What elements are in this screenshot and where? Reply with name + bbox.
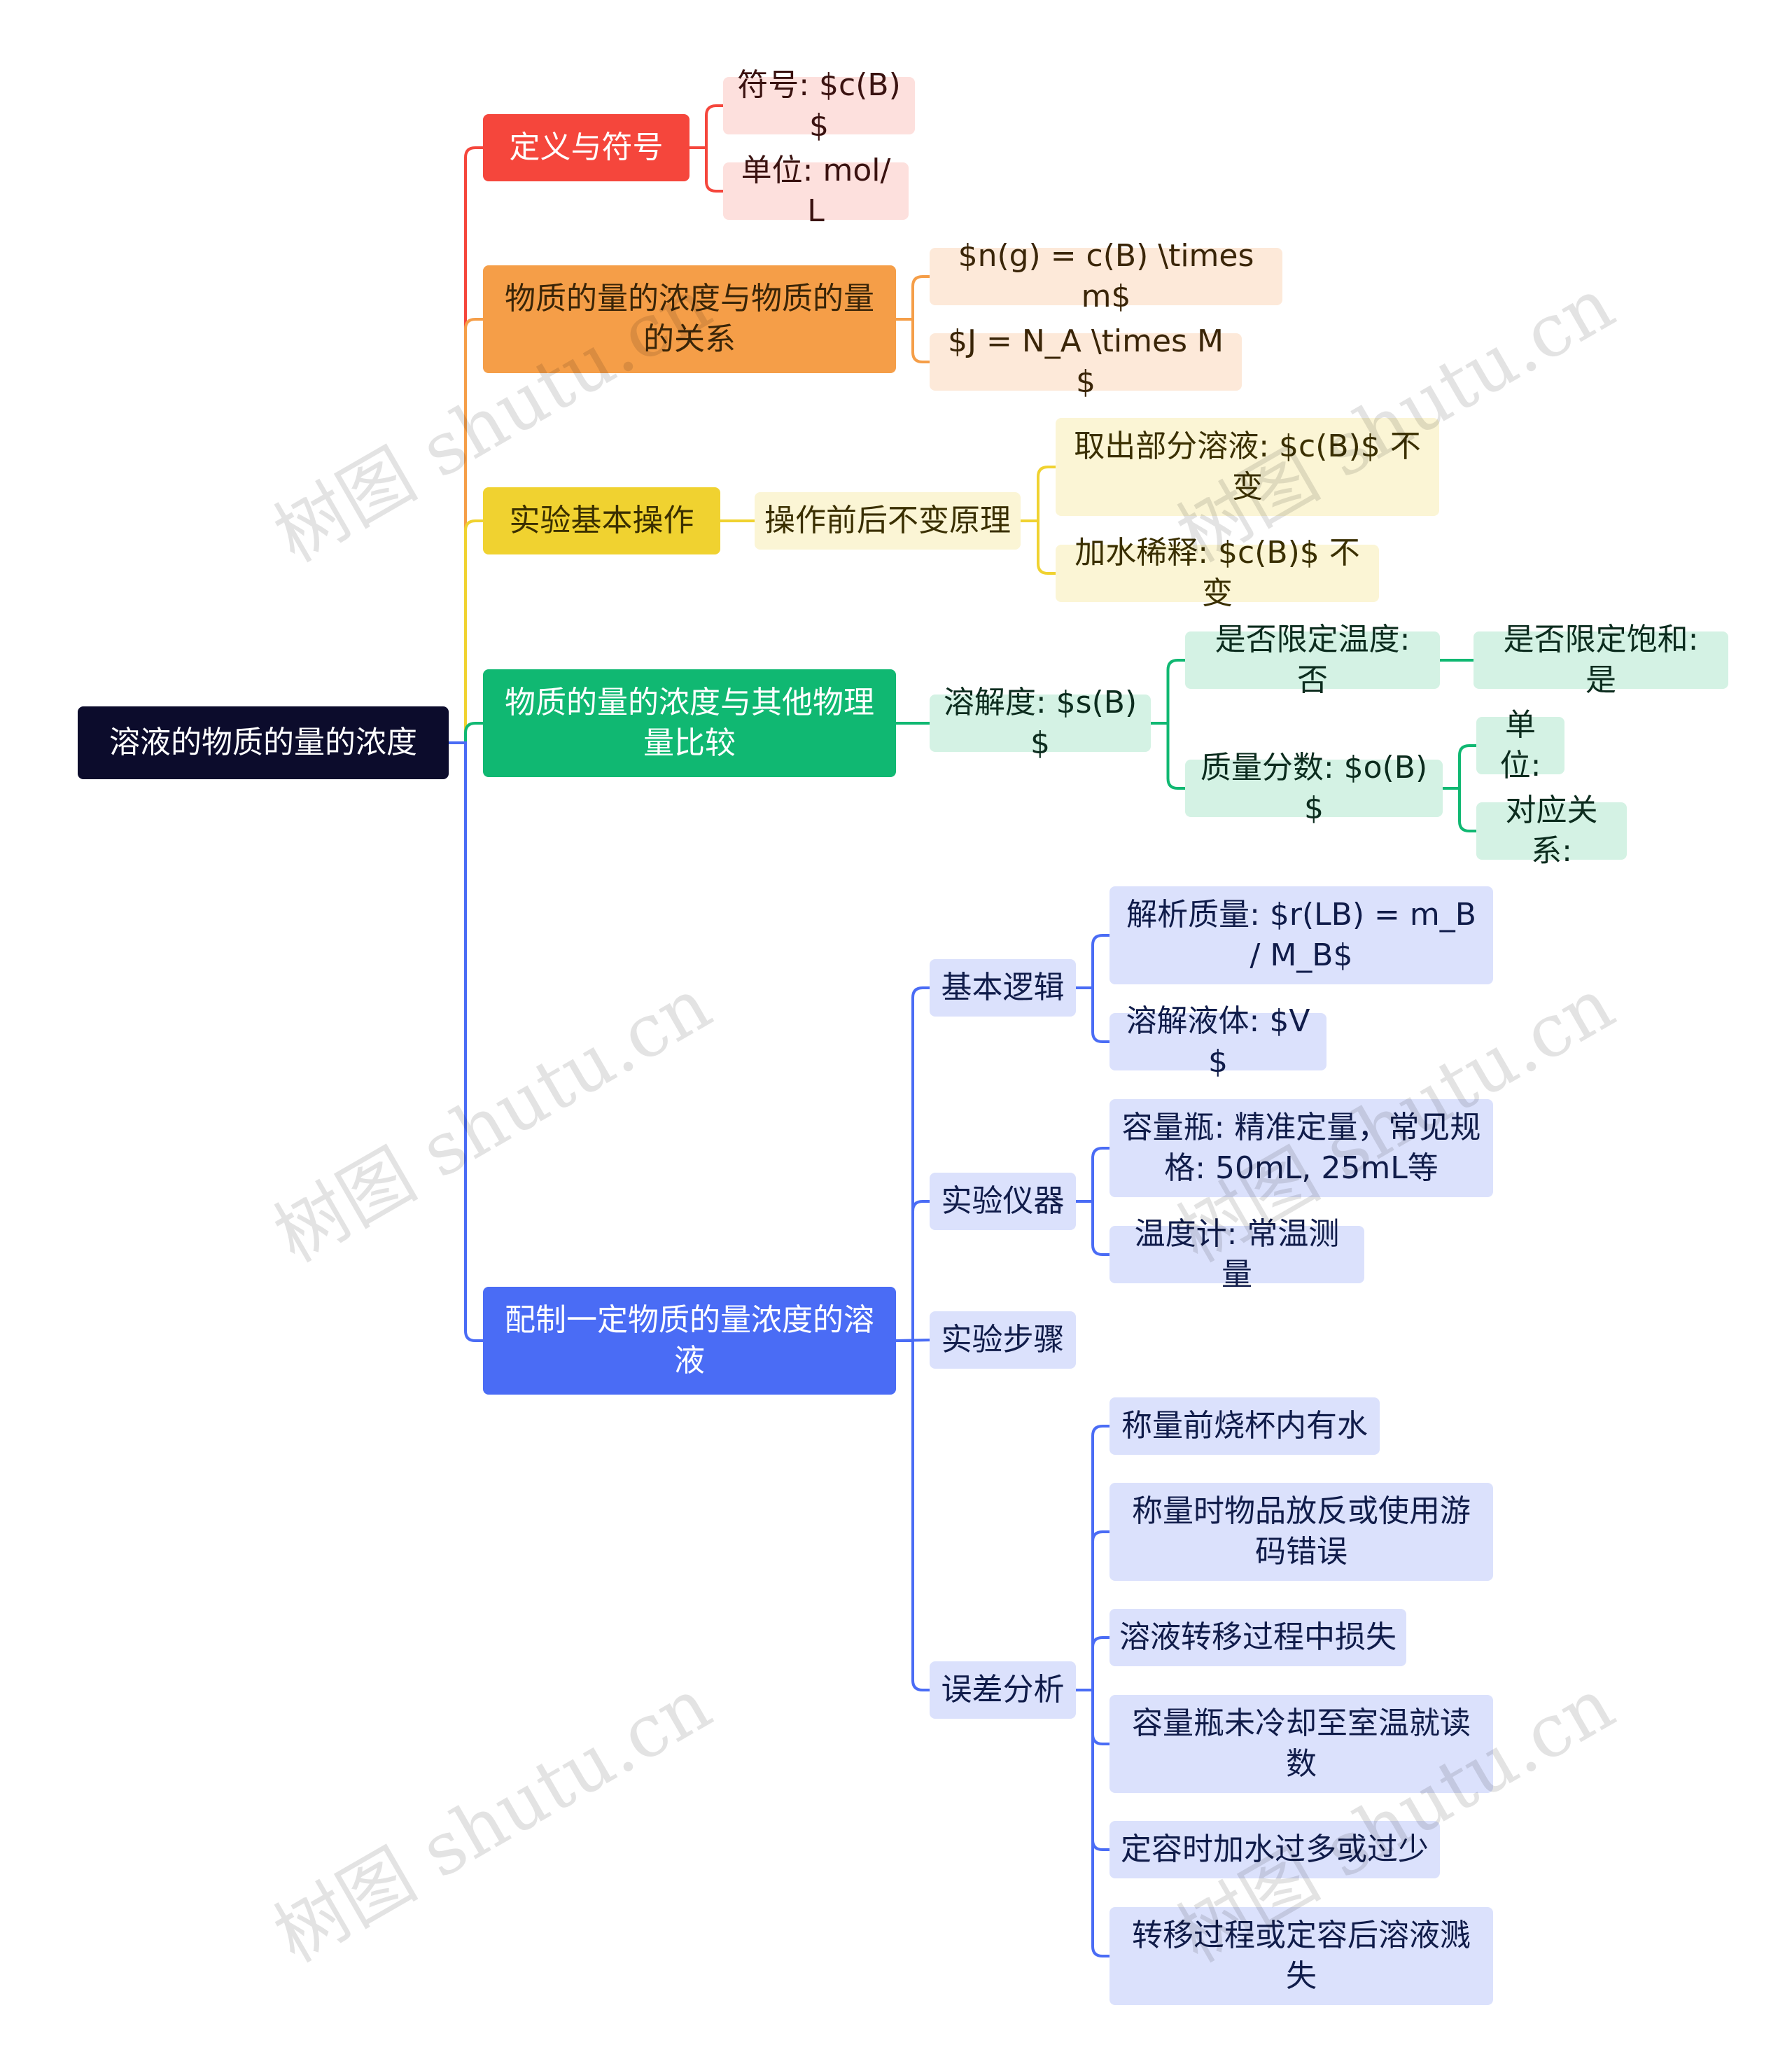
connector-line (447, 146, 484, 744)
comparison-correspondence[interactable]: 对应关系: (1476, 793, 1627, 869)
logic-volume[interactable]: 溶解液体: $V$ (1110, 1003, 1326, 1080)
relation-formula-2-label: $J = N_A \times M$ (948, 323, 1224, 400)
preparation-basic-logic-label: 基本逻辑 (941, 970, 1065, 1005)
comparison-solubility[interactable]: 溶解度: $s(B)$ (930, 685, 1151, 761)
comparison-saturated-label: 是否限定饱和: 是 (1503, 622, 1699, 698)
connector-line (1149, 659, 1186, 725)
connector-line (895, 275, 931, 321)
connector-line (1074, 1636, 1111, 1691)
error-item-2-label: 称量时物品放反或使用游码错误 (1132, 1493, 1471, 1570)
connector-line (1441, 744, 1478, 790)
comparison-temperature[interactable]: 是否限定温度: 否 (1185, 622, 1440, 698)
definition-symbol-label: 符号: $c(B)$ (737, 67, 901, 144)
branch-relation-label: 物质的量的浓度与物质的量的关系 (505, 281, 874, 357)
connector-line (1149, 722, 1186, 790)
error-item-2[interactable]: 称量时物品放反或使用游码错误 (1110, 1483, 1493, 1581)
experiment-take-part-label: 取出部分溶液: $c(B)$ 不变 (1074, 428, 1421, 505)
definition-unit-label: 单位: mol/L (741, 153, 891, 229)
connector-line (447, 318, 484, 744)
experiment-dilute-label: 加水稀释: $c(B)$ 不变 (1074, 535, 1360, 611)
connector-line (1074, 1689, 1111, 1957)
comparison-correspondence-label: 对应关系: (1505, 793, 1598, 869)
branch-relation[interactable]: 物质的量的浓度与物质的量的关系 (483, 265, 896, 373)
logic-volume-label: 溶解液体: $V$ (1126, 1003, 1310, 1080)
connector-line (1019, 519, 1057, 575)
error-item-4[interactable]: 容量瓶未冷却至室温就读数 (1110, 1695, 1493, 1793)
preparation-basic-logic[interactable]: 基本逻辑 (930, 959, 1076, 1017)
branch-experiment[interactable]: 实验基本操作 (483, 487, 720, 554)
error-item-1-label: 称量前烧杯内有水 (1121, 1408, 1368, 1444)
comparison-saturated[interactable]: 是否限定饱和: 是 (1474, 622, 1728, 698)
connector-line (447, 722, 484, 744)
connector-line (1074, 1425, 1111, 1691)
definition-symbol[interactable]: 符号: $c(B)$ (723, 67, 915, 144)
branch-definition-label: 定义与符号 (509, 130, 664, 165)
comparison-solubility-label: 溶解度: $s(B)$ (943, 685, 1138, 761)
comparison-unit[interactable]: 单位: (1476, 707, 1564, 783)
relation-formula-2[interactable]: $J = N_A \times M$ (930, 323, 1242, 400)
connector-line (895, 1339, 931, 1691)
root-topic[interactable]: 溶液的物质的量的浓度 (78, 706, 449, 779)
logic-mass-label: 解析质量: $r(LB) = m_B / M_B$ (1126, 897, 1476, 973)
logic-mass[interactable]: 解析质量: $r(LB) = m_B / M_B$ (1110, 886, 1493, 984)
branch-definition[interactable]: 定义与符号 (483, 114, 690, 181)
branch-preparation[interactable]: 配制一定物质的量浓度的溶液 (483, 1287, 896, 1395)
comparison-mass-fraction-label: 质量分数: $o(B)$ (1200, 750, 1428, 826)
error-item-6[interactable]: 转移过程或定容后溶液溅失 (1110, 1907, 1493, 2005)
experiment-principle-label: 操作前后不变原理 (764, 503, 1011, 538)
connector-line (688, 146, 724, 193)
connector-line (1441, 787, 1478, 832)
connector-line (895, 986, 931, 1342)
preparation-instruments-label: 实验仪器 (941, 1183, 1065, 1219)
experiment-principle[interactable]: 操作前后不变原理 (755, 492, 1021, 550)
instrument-flask-label: 容量瓶: 精准定量，常见规格: 50mL, 25mL等 (1121, 1110, 1481, 1186)
branch-comparison[interactable]: 物质的量的浓度与其他物理量比较 (483, 669, 896, 777)
root-topic-label: 溶液的物质的量的浓度 (109, 725, 417, 760)
error-item-6-label: 转移过程或定容后溶液溅失 (1132, 1918, 1471, 1994)
experiment-take-part[interactable]: 取出部分溶液: $c(B)$ 不变 (1056, 418, 1439, 516)
branch-preparation-label: 配制一定物质的量浓度的溶液 (505, 1302, 874, 1379)
connector-line (895, 318, 931, 363)
comparison-unit-label: 单位: (1499, 707, 1541, 783)
branch-comparison-label: 物质的量的浓度与其他物理量比较 (505, 685, 874, 761)
relation-formula-1-label: $n(g) = c(B) \times m$ (958, 238, 1254, 314)
error-item-5-label: 定容时加水过多或过少 (1121, 1831, 1429, 1867)
error-item-4-label: 容量瓶未冷却至室温就读数 (1132, 1705, 1471, 1782)
relation-formula-1[interactable]: $n(g) = c(B) \times m$ (930, 238, 1282, 314)
connector-line (1074, 1200, 1111, 1256)
comparison-temperature-label: 是否限定温度: 否 (1214, 622, 1410, 698)
comparison-mass-fraction[interactable]: 质量分数: $o(B)$ (1185, 750, 1443, 826)
definition-unit[interactable]: 单位: mol/L (723, 153, 909, 229)
error-item-5[interactable]: 定容时加水过多或过少 (1110, 1821, 1440, 1878)
preparation-instruments[interactable]: 实验仪器 (930, 1173, 1076, 1230)
experiment-dilute[interactable]: 加水稀释: $c(B)$ 不变 (1056, 535, 1379, 611)
error-item-3[interactable]: 溶液转移过程中损失 (1110, 1609, 1406, 1666)
connector-line (1074, 1530, 1111, 1691)
instrument-thermometer[interactable]: 温度计: 常温测量 (1110, 1216, 1364, 1292)
connector-line (1074, 986, 1111, 1043)
preparation-error-analysis-label: 误差分析 (941, 1672, 1065, 1708)
error-item-3-label: 溶液转移过程中损失 (1119, 1619, 1396, 1655)
instrument-thermometer-label: 温度计: 常温测量 (1134, 1216, 1340, 1292)
preparation-error-analysis[interactable]: 误差分析 (930, 1661, 1076, 1719)
connector-line (1074, 934, 1111, 989)
connector-line (688, 104, 724, 149)
preparation-steps[interactable]: 实验步骤 (930, 1311, 1076, 1369)
connector-line (1074, 1147, 1111, 1203)
instrument-flask[interactable]: 容量瓶: 精准定量，常见规格: 50mL, 25mL等 (1110, 1099, 1493, 1197)
connector-line (895, 1200, 931, 1342)
connector-line (447, 519, 484, 744)
connector-line (1019, 466, 1057, 522)
preparation-steps-label: 实验步骤 (941, 1322, 1065, 1357)
branch-experiment-label: 实验基本操作 (509, 503, 694, 538)
connector-line (447, 741, 484, 1342)
error-item-1[interactable]: 称量前烧杯内有水 (1110, 1397, 1380, 1455)
